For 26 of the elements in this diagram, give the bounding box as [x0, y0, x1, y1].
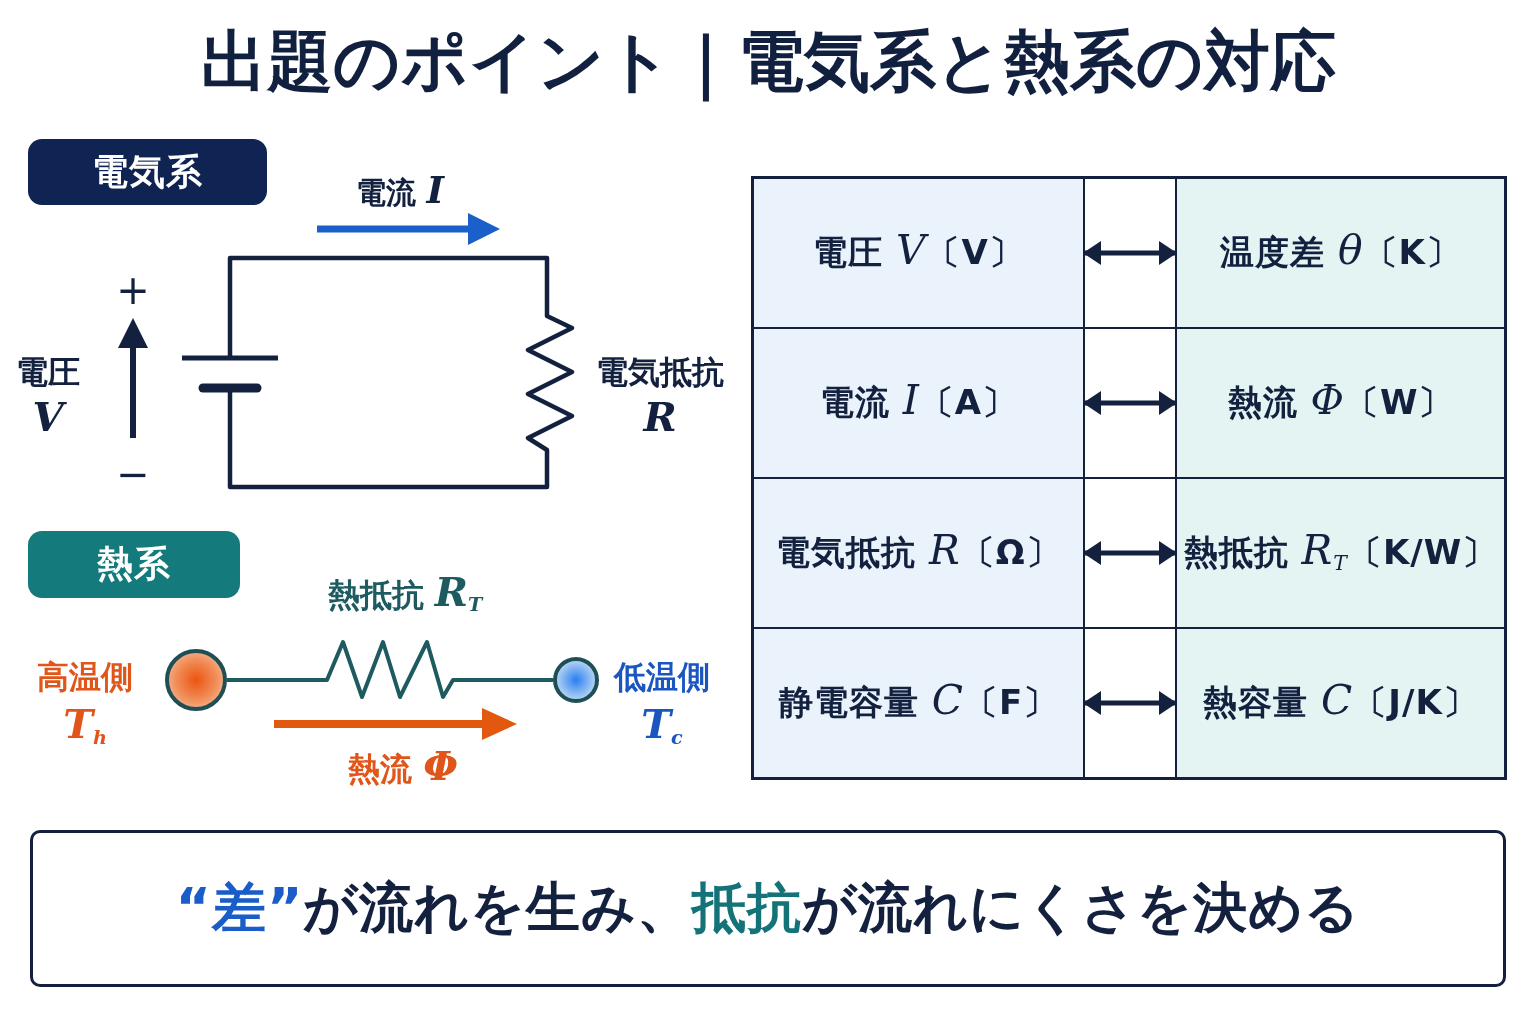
cold-node-circle — [553, 657, 599, 703]
heat-flow-label: 熱流 Φ — [348, 745, 458, 791]
thermal-quantity-cell: 熱流 Φ〔W〕 — [1177, 329, 1504, 477]
current-label: 電流 I — [356, 172, 444, 212]
voltage-label: 電圧 V — [15, 352, 81, 442]
node-caption: 低温側 T$_{c}$ — [612, 657, 711, 751]
title: 出題のポイント｜電気系と熱系の対応 — [200, 22, 1336, 104]
thermal-quantity-cell: 熱抵抗 R$_{T}$〔K/W〕 — [1177, 479, 1504, 627]
electrical-quantity-cell: 静電容量 C〔F〕 — [754, 629, 1083, 777]
electrical-quantity-cell: 電圧 V〔V〕 — [754, 179, 1083, 327]
double-arrow — [1083, 241, 1177, 265]
electrical-quantity-cell: 電流 I〔A〕 — [754, 329, 1083, 477]
thermal-quantity-cell: 温度差 θ〔K〕 — [1177, 179, 1504, 327]
double-arrow — [1083, 691, 1177, 715]
node-caption: 高温側 T$_{h}$ — [36, 657, 134, 751]
resistor-line — [227, 640, 553, 699]
double-arrow — [1083, 391, 1177, 415]
resistance-label: 電気抵抗 R — [595, 352, 725, 442]
plus-sign: + — [116, 266, 150, 315]
section-tag: 電気系 — [28, 139, 267, 205]
section-tag: 熱系 — [28, 531, 240, 598]
double-arrow — [1083, 541, 1177, 565]
electrical-quantity-cell: 電気抵抗 R〔Ω〕 — [754, 479, 1083, 627]
summary-box: “差”が流れを生み、抵抗が流れにくさを決める — [30, 830, 1506, 987]
minus-sign: − — [116, 450, 150, 499]
thermal-quantity-cell: 熱容量 C〔J/K〕 — [1177, 629, 1504, 777]
